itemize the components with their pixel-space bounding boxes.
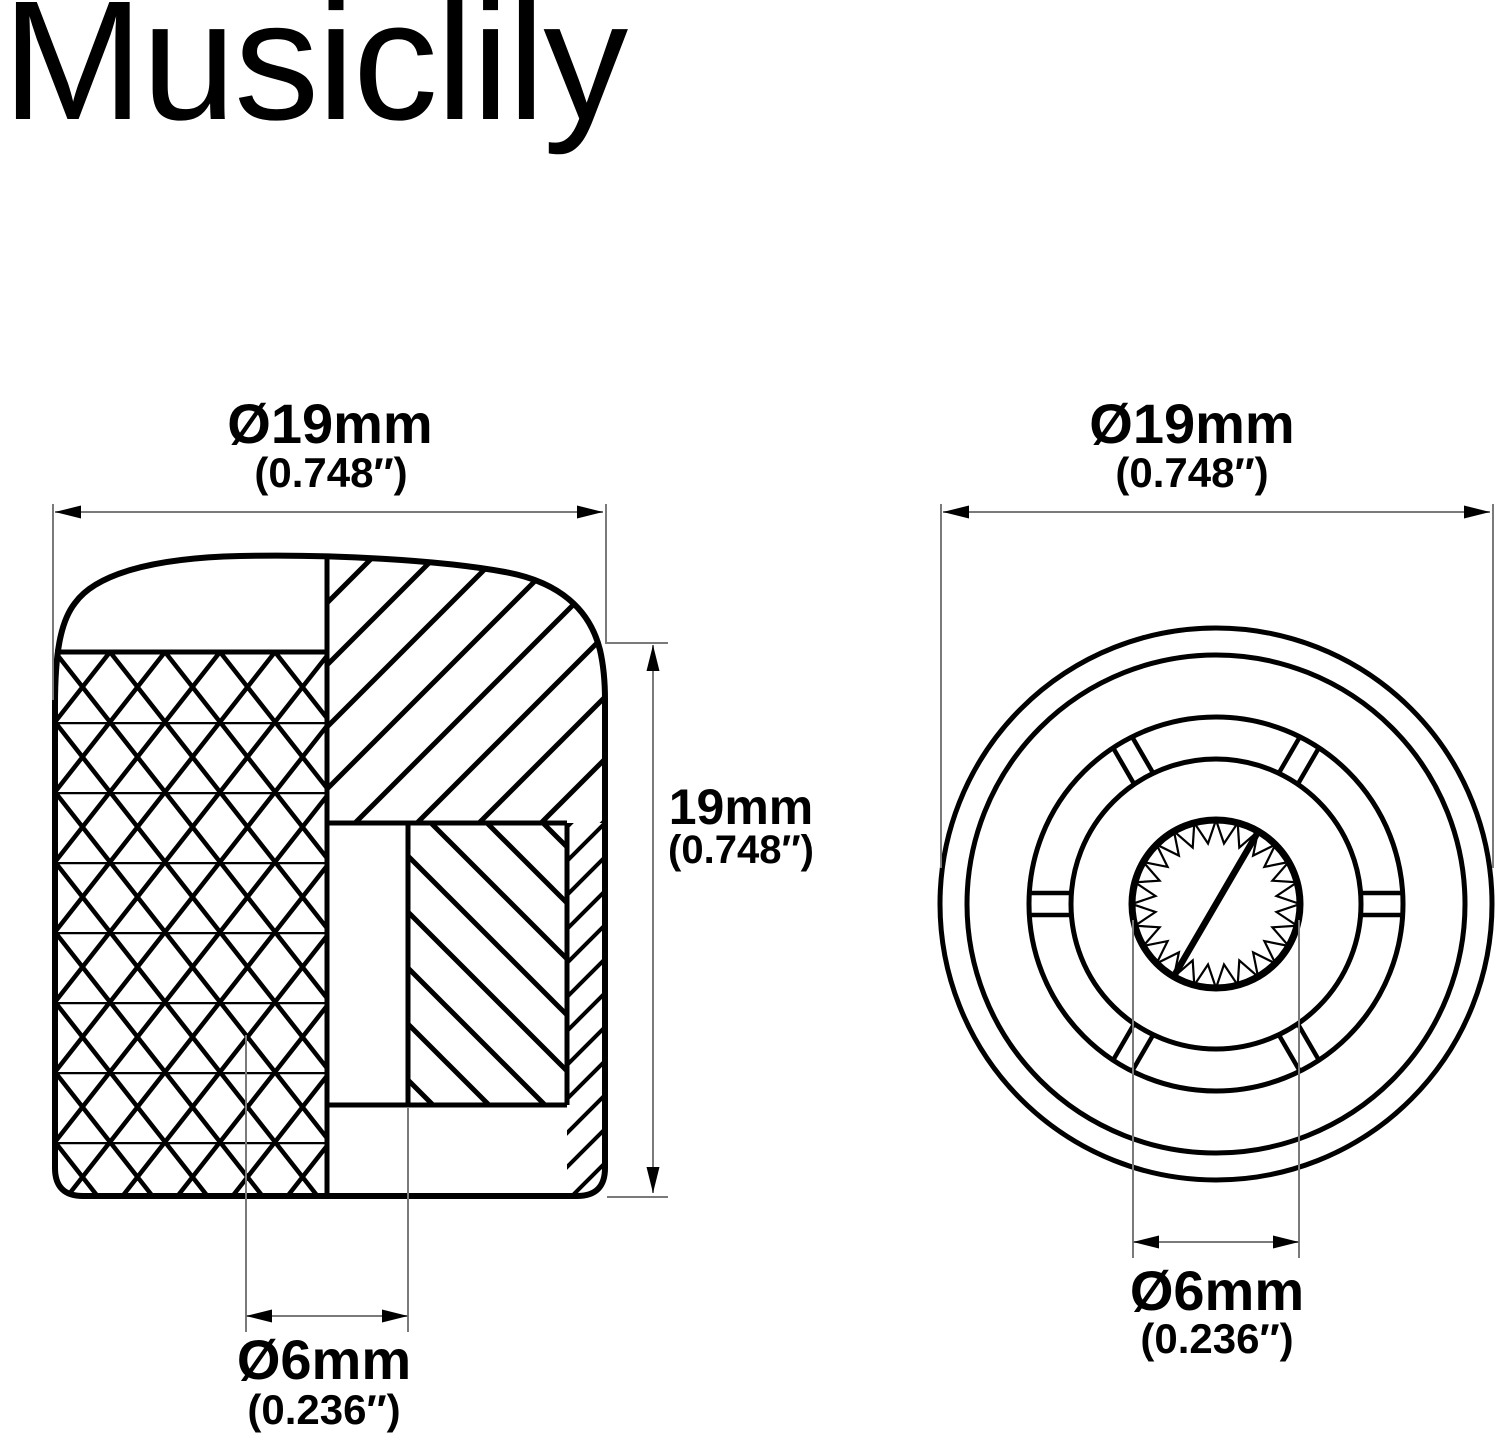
side-view-width-dim-metric: Ø19mm	[227, 392, 433, 455]
side-view-bore-dim-metric: Ø6mm	[236, 1328, 412, 1391]
spline-serration	[1128, 816, 1304, 992]
top-view-figure	[937, 625, 1495, 1183]
outer-rim-circle	[937, 625, 1495, 1183]
cap-section-hatch	[327, 555, 605, 823]
shaft-slot-line	[1171, 830, 1261, 978]
section-lines	[55, 556, 570, 1196]
side-view-height-dim-imperial: (0.748″)	[668, 828, 814, 872]
hub-ring-inner-circle	[1068, 756, 1364, 1052]
side-view-width-dim-imperial: (0.748″)	[254, 449, 408, 496]
dimension-arrowheads	[55, 505, 1490, 1323]
hub-section-hatch	[408, 823, 567, 1105]
rim-inner-circle	[964, 652, 1468, 1156]
dimension-linework	[52, 504, 1494, 1332]
brand-title: Musiclily	[2, 0, 628, 156]
top-view-width-dim-imperial: (0.748″)	[1115, 449, 1269, 496]
side-view-figure	[52, 552, 608, 1199]
side-view-height-dim-metric: 19mm	[668, 779, 814, 835]
knob-outline	[52, 552, 608, 1199]
top-view-bore-dim-imperial: (0.236″)	[1140, 1315, 1294, 1362]
top-view-width-dim-metric: Ø19mm	[1089, 392, 1295, 455]
hub-ring-outer-circle	[1026, 714, 1406, 1094]
hub-spokes	[1029, 735, 1403, 1073]
side-view-bore-dim-imperial: (0.236″)	[247, 1386, 401, 1433]
wall-section-hatch	[567, 823, 605, 1196]
top-view-bore-dim-metric: Ø6mm	[1129, 1259, 1305, 1322]
knurl-texture	[55, 652, 327, 1196]
